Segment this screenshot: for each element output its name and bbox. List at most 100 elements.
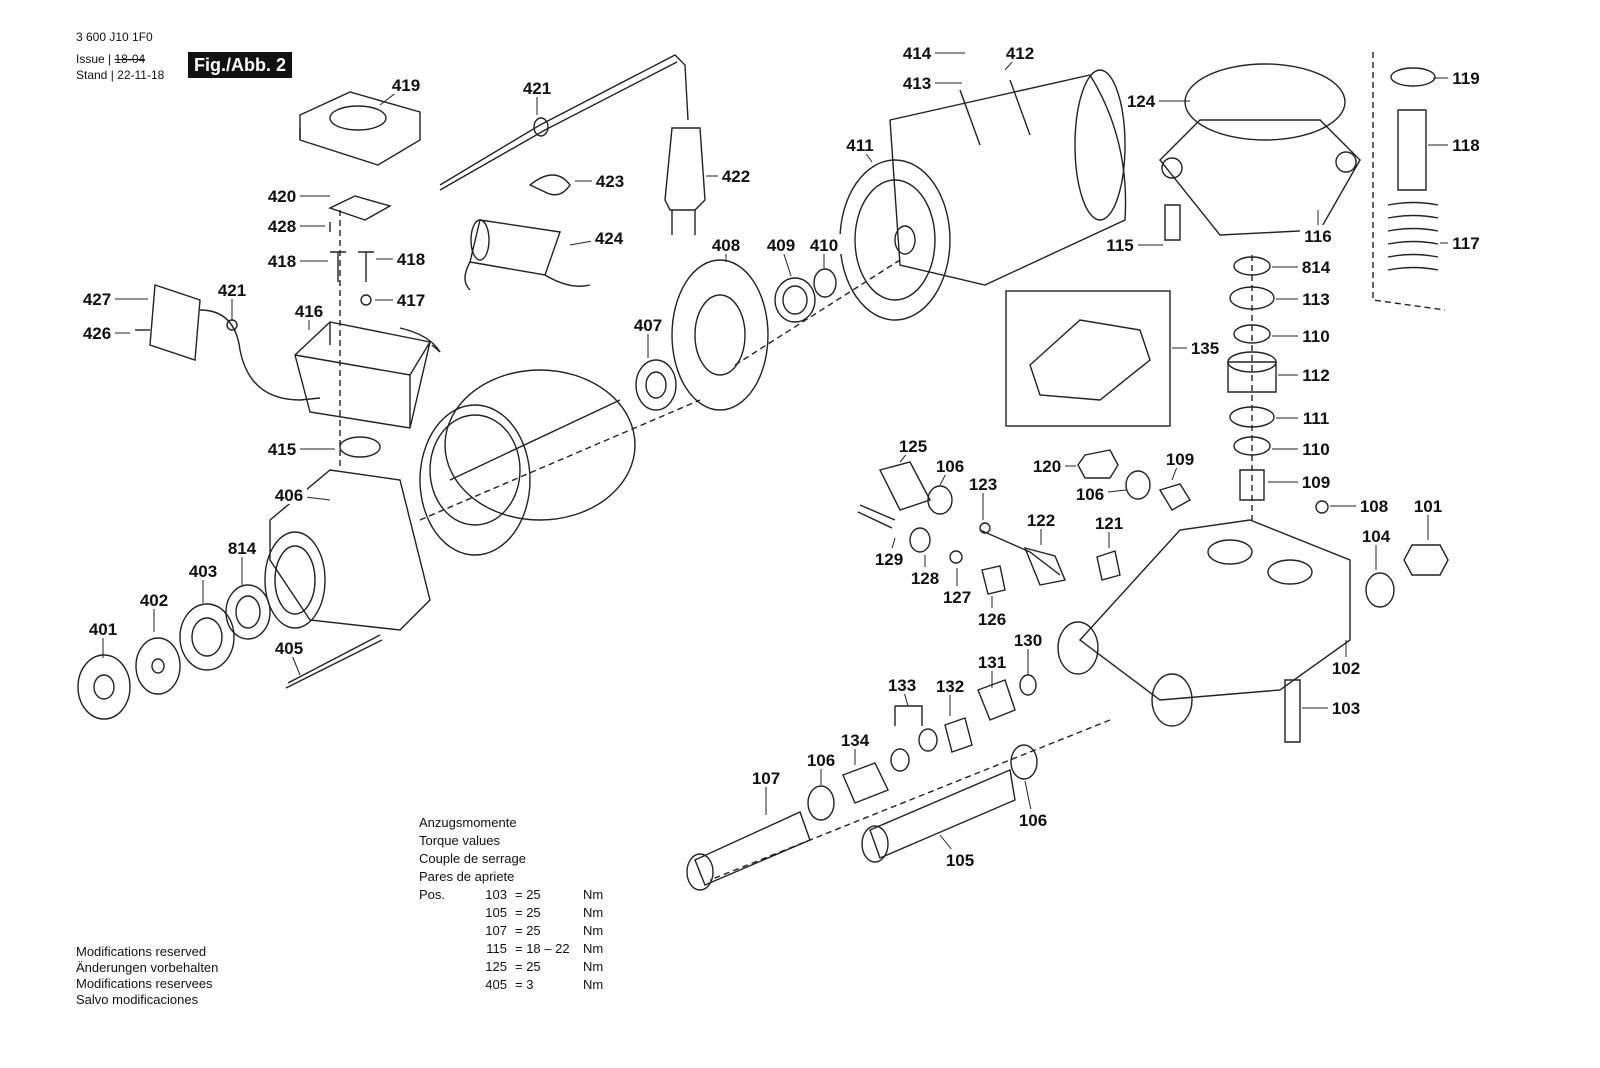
modifications-fr: Modifications reservees [76, 976, 213, 991]
callout-bg-402 [136, 589, 172, 609]
o-ring-124 [1184, 63, 1346, 141]
torque-pos: 107 [485, 923, 507, 938]
callout-bg-409 [763, 234, 799, 254]
torque-row: Pos. 103 = 25 Nm [419, 886, 613, 904]
callout-bg-420 [264, 185, 300, 205]
callout-bg-117 [1448, 232, 1484, 252]
modifications-en: Modifications reserved [76, 944, 207, 959]
callout-label-101: 101 [1414, 497, 1442, 516]
callout-label-421a: 421 [523, 79, 551, 98]
torque-pos: 125 [485, 959, 507, 974]
callout-bg-120 [1029, 455, 1065, 475]
callout-bg-110a [1298, 325, 1334, 345]
callout-label-416: 416 [295, 302, 323, 321]
callout-bg-132 [932, 675, 968, 695]
callout-bg-427 [79, 288, 115, 308]
callout-bg-422 [718, 165, 754, 185]
spring-117 [1387, 201, 1439, 271]
callout-bg-126 [974, 608, 1010, 628]
torque-pos: 405 [485, 977, 507, 992]
callout-label-131: 131 [978, 653, 1006, 672]
callout-label-418b: 418 [397, 250, 425, 269]
callout-bg-410 [806, 234, 842, 254]
callout-label-413: 413 [903, 74, 931, 93]
callout-label-103: 103 [1332, 699, 1360, 718]
callout-bg-116 [1300, 225, 1336, 245]
torque-unit: Nm [583, 923, 604, 938]
callout-label-124: 124 [1127, 92, 1156, 111]
callout-bg-102 [1328, 657, 1364, 677]
torque-value: = 25 [515, 959, 541, 974]
callout-label-109b: 109 [1302, 473, 1330, 492]
stand-label: Stand [76, 68, 108, 82]
nipple-105 [869, 769, 1016, 859]
callout-label-427: 427 [83, 290, 111, 309]
callout-bg-423 [592, 170, 628, 190]
callout-bg-105 [942, 849, 978, 869]
torque-unit: Nm [583, 959, 604, 974]
callout-bg-814b [1298, 256, 1334, 276]
callout-bg-106b [932, 455, 968, 475]
bolt-405 [285, 634, 383, 689]
callout-label-424: 424 [595, 229, 624, 248]
callout-label-118: 118 [1452, 136, 1479, 155]
callout-bg-123 [965, 473, 1001, 493]
callout-label-406: 406 [275, 486, 303, 505]
callout-bg-127 [939, 586, 975, 606]
issue-value: 18-04 [114, 52, 146, 66]
plug-422 [664, 127, 706, 211]
callout-label-134: 134 [841, 731, 870, 750]
callout-bg-129 [871, 548, 907, 568]
motor-housing-412 [889, 74, 1127, 286]
callout-label-132: 132 [936, 677, 964, 696]
torque-row: 107 = 25 Nm [419, 922, 613, 940]
pump-body-102 [1078, 519, 1351, 701]
stand-value: 22-11-18 [117, 68, 165, 82]
callout-bg-418a [264, 250, 300, 270]
callout-bg-405 [271, 637, 307, 657]
callout-bg-419 [388, 74, 424, 94]
callout-bg-403 [185, 560, 221, 580]
callout-bg-411 [842, 134, 878, 154]
torque-unit: Nm [583, 977, 604, 992]
callout-bg-109a [1162, 448, 1198, 468]
plunger-118 [1397, 109, 1427, 191]
callout-label-421b: 421 [218, 281, 246, 300]
torque-title-fr: Couple de serrage [419, 851, 526, 866]
power-cord [439, 54, 689, 186]
callout-bg-128 [907, 567, 943, 587]
callout-label-422: 422 [722, 167, 750, 186]
callout-label-104: 104 [1362, 527, 1391, 546]
callout-bg-101 [1410, 495, 1446, 515]
pulley-401 [77, 654, 131, 720]
torque-title-en: Torque values [419, 833, 500, 848]
callout-bg-421b [214, 279, 250, 299]
callout-bg-125 [895, 435, 931, 455]
callout-bg-106c [803, 749, 839, 769]
callout-label-120: 120 [1033, 457, 1061, 476]
switch-cover-419 [299, 91, 421, 166]
torque-pos-label: Pos. [419, 887, 446, 902]
callout-bg-106d [1015, 809, 1051, 829]
callout-label-419: 419 [392, 76, 420, 95]
callout-bg-412 [1002, 42, 1038, 62]
terminal-box-416 [294, 321, 431, 429]
callout-label-110b: 110 [1302, 440, 1329, 459]
callout-label-410: 410 [810, 236, 838, 255]
issue-line: Issue | 18-04 [76, 52, 146, 66]
callout-bg-118 [1448, 134, 1484, 154]
callout-bg-133 [884, 674, 920, 694]
callout-label-415: 415 [268, 440, 296, 459]
callout-bg-115 [1102, 234, 1138, 254]
torque-value: = 25 [515, 905, 541, 920]
callout-label-402: 402 [140, 591, 168, 610]
torque-value: = 18 – 22 [515, 941, 570, 956]
callout-label-108: 108 [1360, 497, 1388, 516]
torque-unit: Nm [583, 941, 604, 956]
callout-label-128: 128 [911, 569, 939, 588]
callout-bg-135 [1187, 337, 1223, 357]
callout-bg-113 [1298, 288, 1334, 308]
callout-bg-119 [1448, 67, 1484, 87]
flange-406 [269, 469, 431, 631]
